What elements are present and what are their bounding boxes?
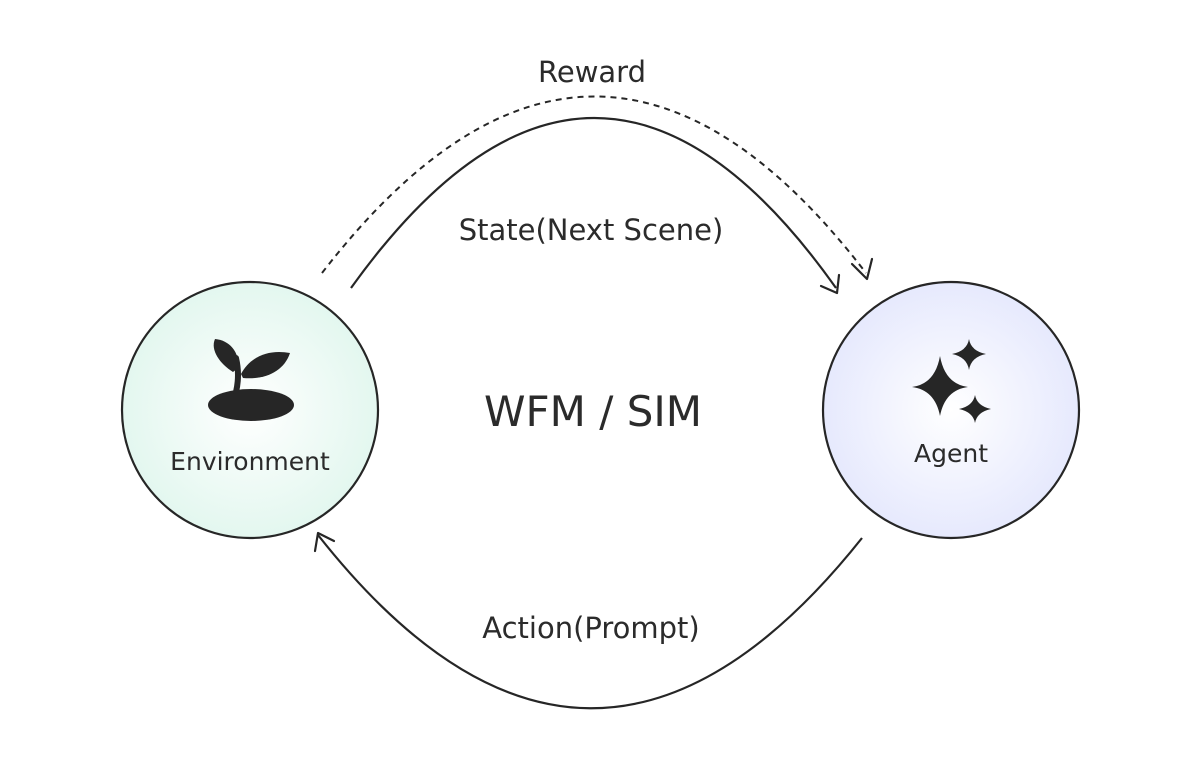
state-arrowhead [819,273,841,295]
action-arrow [317,534,863,710]
reward-arrow [321,95,867,274]
agent-node: Agent [821,280,1081,540]
state-arrow [350,117,837,289]
environment-label: Environment [170,447,330,476]
sparkles-icon [912,339,991,423]
action-arrowhead [313,531,336,553]
sprout-icon [208,339,294,421]
center-label: WFM / SIM [484,387,702,436]
environment-node: Environment [120,280,380,540]
reward-arrowhead [850,257,874,281]
reward-label: Reward [538,55,646,89]
state-label: State(Next Scene) [459,213,724,247]
action-label: Action(Prompt) [482,611,700,645]
agent-label: Agent [914,439,988,468]
